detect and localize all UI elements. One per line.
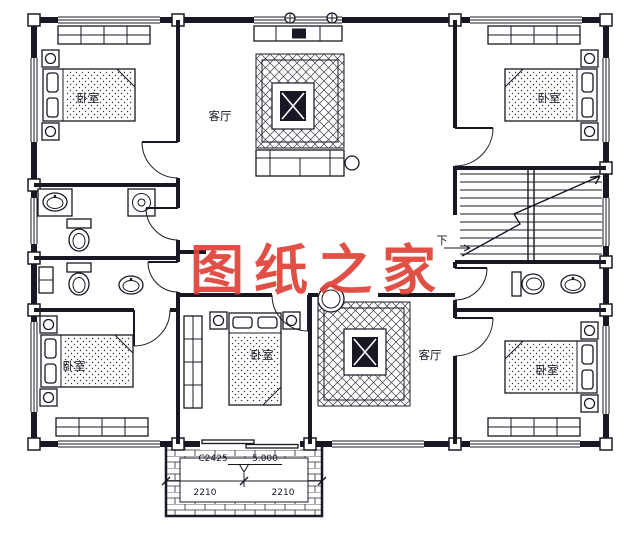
door-bedroom-top-right [454, 127, 494, 167]
window-icon [470, 16, 582, 24]
wardrobe-bottom-middle [183, 315, 203, 409]
room-label-bedroom-bottom-left: 卧室 [63, 359, 86, 373]
axis-tag-icon [284, 12, 338, 24]
bathroom-fixtures-left [37, 188, 156, 296]
bathroom-fixtures-right [511, 271, 586, 297]
balcony [164, 442, 324, 518]
stairs-down-label: 下 [437, 234, 448, 247]
wardrobe-top-right [487, 25, 581, 45]
window-icon [30, 198, 38, 244]
watermark-text: 图纸之家 [190, 239, 446, 302]
door-bath-right [454, 267, 488, 301]
sliding-door [200, 438, 300, 450]
door-bedroom-top-left [141, 141, 179, 179]
window-icon [30, 58, 38, 142]
elevation-label: 5.000 [252, 454, 278, 464]
window-icon [58, 440, 160, 448]
room-label-bedroom-top-right: 卧室 [538, 91, 561, 105]
window-icon [602, 58, 610, 142]
elevation-marker-icon [228, 464, 282, 473]
window-icon [602, 326, 610, 414]
door-bedroom-bottom-right [454, 317, 494, 357]
wardrobe-top-left [57, 25, 151, 45]
windows [30, 16, 610, 448]
tv-cabinet [253, 25, 343, 42]
wardrobe-bottom-left [55, 417, 149, 437]
room-label-bedroom-top-left: 卧室 [77, 91, 100, 105]
door-bath-lower [147, 261, 179, 293]
washing-machine-icon [127, 188, 156, 217]
room-label-bedroom-bottom-middle: 卧室 [251, 348, 274, 362]
interior-walls [34, 20, 606, 444]
sofa [255, 149, 360, 177]
dimension-annotations: 2210 2210 C2425 5.000 [161, 454, 327, 498]
bed-bottom-left [39, 315, 134, 407]
rug-hatch-bottom [317, 301, 411, 407]
door-bath-upper [145, 207, 179, 241]
doors [133, 127, 494, 357]
staircase [444, 170, 602, 260]
window-icon [58, 16, 160, 24]
window-icon [30, 322, 38, 412]
room-label-living-bottom: 客厅 [419, 348, 442, 362]
window-icon [602, 198, 610, 246]
window-icon [470, 440, 580, 448]
wardrobe-bottom-right [487, 417, 581, 437]
room-label-living-top: 客厅 [209, 109, 232, 123]
round-table [317, 285, 345, 313]
door-code-label: C2425 [198, 454, 227, 464]
dim-balcony-left: 2210 [194, 488, 217, 498]
down-arrow-icon [444, 244, 471, 252]
window-icon [332, 440, 424, 448]
door-bedroom-bottom-left [133, 309, 171, 347]
room-label-bedroom-bottom-right: 卧室 [536, 363, 559, 377]
dim-balcony-right: 2210 [272, 488, 295, 498]
door-bedroom-bottom-middle [271, 294, 309, 332]
rug-hatch-top [255, 53, 345, 149]
